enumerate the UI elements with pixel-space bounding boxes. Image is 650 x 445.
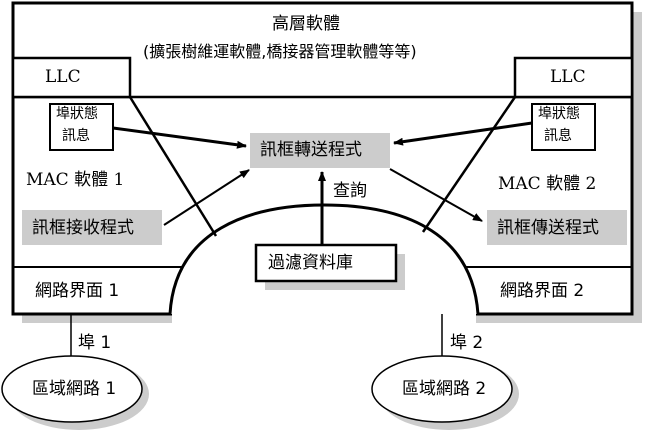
port-state-left-line2: 訊息: [62, 128, 90, 144]
frame-receive-label: 訊框接收程式: [32, 218, 134, 238]
lan-right-ellipse: [371, 355, 513, 423]
arrow-receive: [163, 169, 250, 226]
llc-left-diagonal: [128, 96, 218, 237]
llc-right-box: [513, 56, 634, 99]
port-right-label: 埠 2: [450, 333, 484, 353]
arrow-transmit: [389, 168, 483, 222]
arrow-port-state-right: [393, 121, 533, 146]
llc-right-diagonal: [421, 96, 517, 233]
port-left-label: 埠 1: [78, 333, 112, 353]
lan-right-label: 區域網路 2: [402, 379, 487, 399]
lan-left-ellipse: [1, 355, 143, 423]
frame-forward-label: 訊框轉送程式: [260, 140, 362, 160]
subtitle: (擴張樹維運軟體,橋接器管理軟體等等): [143, 42, 417, 61]
lan-left-label: 區域網路 1: [32, 379, 117, 399]
llc-left-label: LLC: [45, 67, 81, 87]
port-state-right-line2: 訊息: [544, 128, 572, 144]
frame-forward-bg: [250, 133, 390, 168]
llc-left-box: [11, 56, 132, 99]
port-state-left-box: [49, 103, 114, 151]
port-state-left-line1: 埠狀態: [56, 106, 98, 122]
mac-left-label: MAC 軟體 1: [26, 170, 125, 190]
port-state-right-line1: 埠狀態: [538, 106, 580, 122]
llc-right-label: LLC: [550, 67, 586, 87]
arrow-port-state-left: [112, 126, 247, 149]
filter-db-label: 過濾資料庫: [268, 253, 353, 273]
frame-transmit-label: 訊框傳送程式: [497, 218, 599, 238]
title: 高層軟體: [272, 14, 340, 34]
mac-right-label: MAC 軟體 2: [498, 174, 597, 194]
frame-transmit-bg: [487, 210, 627, 245]
query-label: 查詢: [333, 181, 367, 201]
net-if-left-label: 網路界面 1: [35, 281, 120, 301]
net-if-right-label: 網路界面 2: [500, 281, 585, 301]
frame-receive-bg: [22, 210, 162, 245]
port-state-right-box: [531, 103, 596, 151]
filter-db-box: [254, 243, 398, 283]
